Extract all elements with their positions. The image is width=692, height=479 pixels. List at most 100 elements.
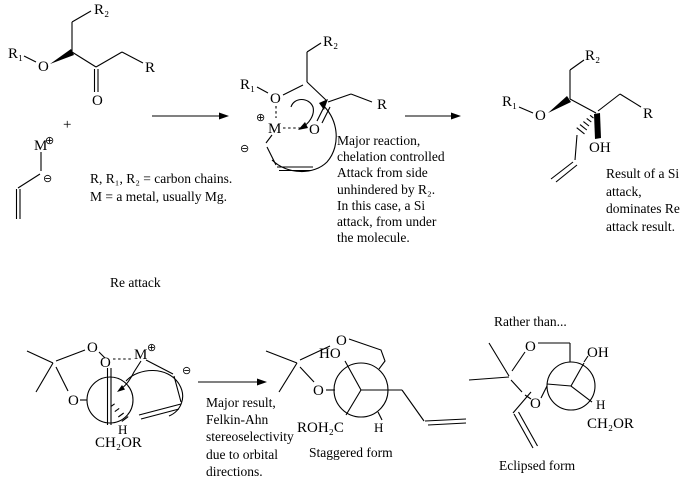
hash-bond <box>111 403 115 407</box>
bond <box>344 360 362 391</box>
bond <box>401 389 425 422</box>
note-line: M = a metal, usually Mg. <box>90 188 227 204</box>
ring-o-top-label: O <box>336 333 347 349</box>
oh-label: OH <box>587 345 609 361</box>
r-label: R <box>643 106 653 122</box>
bond <box>569 59 585 71</box>
si-result-note: Result of a Si attack, dominates Re atta… <box>606 165 680 235</box>
note-line: Attack from side <box>337 165 428 181</box>
note-line: Major reaction, <box>337 133 421 148</box>
bond <box>569 98 597 114</box>
note-line: stereoselectivity <box>206 429 294 445</box>
r1-label: R₁ <box>240 77 255 93</box>
hash-bond <box>583 121 590 127</box>
double-bond <box>518 411 538 447</box>
bond <box>145 359 174 375</box>
oh-label: OH <box>589 140 611 156</box>
ring-o-left-label: O <box>68 393 79 409</box>
note-line: attack, <box>606 183 642 199</box>
bond <box>278 362 298 393</box>
bond <box>510 379 523 393</box>
note-line: attack result. <box>606 218 675 234</box>
bond <box>55 366 69 392</box>
note-line: the molecule. <box>337 230 410 246</box>
re-attack-caption: Re attack <box>110 275 161 290</box>
note-line: dominates Re <box>606 201 680 216</box>
r-label: R <box>145 60 155 76</box>
bond <box>71 51 97 68</box>
ring-o-left-label: O <box>530 396 541 412</box>
bond <box>574 134 578 161</box>
bond <box>570 385 593 403</box>
r2-label: R₂ <box>94 2 109 18</box>
ho-label: HO <box>319 346 341 362</box>
wedge-bond <box>594 113 601 139</box>
wedge-bond <box>548 96 571 113</box>
bond <box>121 51 144 64</box>
ch2or-label: CH₂OR <box>587 416 634 432</box>
chelate-structure: R₂ R₁ O R O ⊕ M ⊖ <box>240 34 387 173</box>
r1-label: R₁ <box>8 46 23 62</box>
metal-label: M <box>34 138 47 154</box>
minus-charge-icon: ⊖ <box>182 365 191 377</box>
product-structure: R₂ R₁ O OH R <box>502 48 653 183</box>
bond <box>299 366 315 383</box>
bond <box>524 394 532 400</box>
bond <box>518 106 534 114</box>
plus-charge-icon: ⊕ <box>45 135 54 147</box>
h-label: H <box>596 397 605 412</box>
bond <box>95 51 123 68</box>
bond <box>256 86 269 94</box>
double-bond <box>424 418 467 422</box>
ether-o-label: O <box>270 91 281 107</box>
reaction-arrow-1 <box>152 112 229 120</box>
bond <box>488 342 510 377</box>
bond <box>306 81 328 102</box>
bond <box>540 385 548 399</box>
bond <box>511 351 526 372</box>
hash-bond <box>579 124 588 131</box>
carbonyl-o-label: O <box>92 93 103 109</box>
re-attack-structure: O O M ⊕ O H CH₂OR ⊖ <box>26 340 191 451</box>
r2-label: R₂ <box>323 34 338 50</box>
attack-trajectory-arc <box>271 102 337 173</box>
bond <box>35 362 54 393</box>
staggered-structure: O HO O H ROH₂C <box>265 333 467 436</box>
ring-o-top-label: O <box>87 340 98 356</box>
wedge-bond <box>50 49 74 64</box>
note-line: Major result, <box>206 395 276 410</box>
carbonyl-o-label: O <box>309 122 320 138</box>
bond <box>348 338 386 370</box>
bond <box>546 383 572 387</box>
legend-note: R, R₁, R₂ = carbon chains. M = a metal, … <box>90 170 232 205</box>
h-label: H <box>374 420 383 435</box>
bond <box>23 55 37 63</box>
bond <box>71 10 92 23</box>
ketone-structure: R₁ O R₂ O R <box>8 2 155 109</box>
bond <box>173 375 182 403</box>
bond <box>597 93 621 112</box>
hash-bond <box>576 127 585 135</box>
hash-bond <box>121 416 129 422</box>
ether-o-label: O <box>38 59 49 75</box>
bond <box>265 134 273 144</box>
arrow-head <box>298 122 308 130</box>
bond <box>55 349 86 362</box>
note-line: Result of a Si <box>606 166 680 181</box>
ring-o-left-label: O <box>313 383 324 399</box>
note-line: directions. <box>206 463 263 479</box>
hash-bond <box>114 407 120 413</box>
ring-o-top-label: O <box>525 339 536 355</box>
newman-circle <box>86 376 134 424</box>
hash-bond <box>117 412 125 418</box>
arrow-head <box>117 385 125 392</box>
bond <box>265 350 298 364</box>
bond <box>619 93 642 108</box>
bond <box>17 173 41 189</box>
curved-arrow <box>121 360 142 389</box>
metal-label: M <box>268 121 281 137</box>
felkin-note: Major result, Felkin-Ahn stereoselectivi… <box>206 394 294 479</box>
carbonyl-o-label: O <box>100 355 111 371</box>
